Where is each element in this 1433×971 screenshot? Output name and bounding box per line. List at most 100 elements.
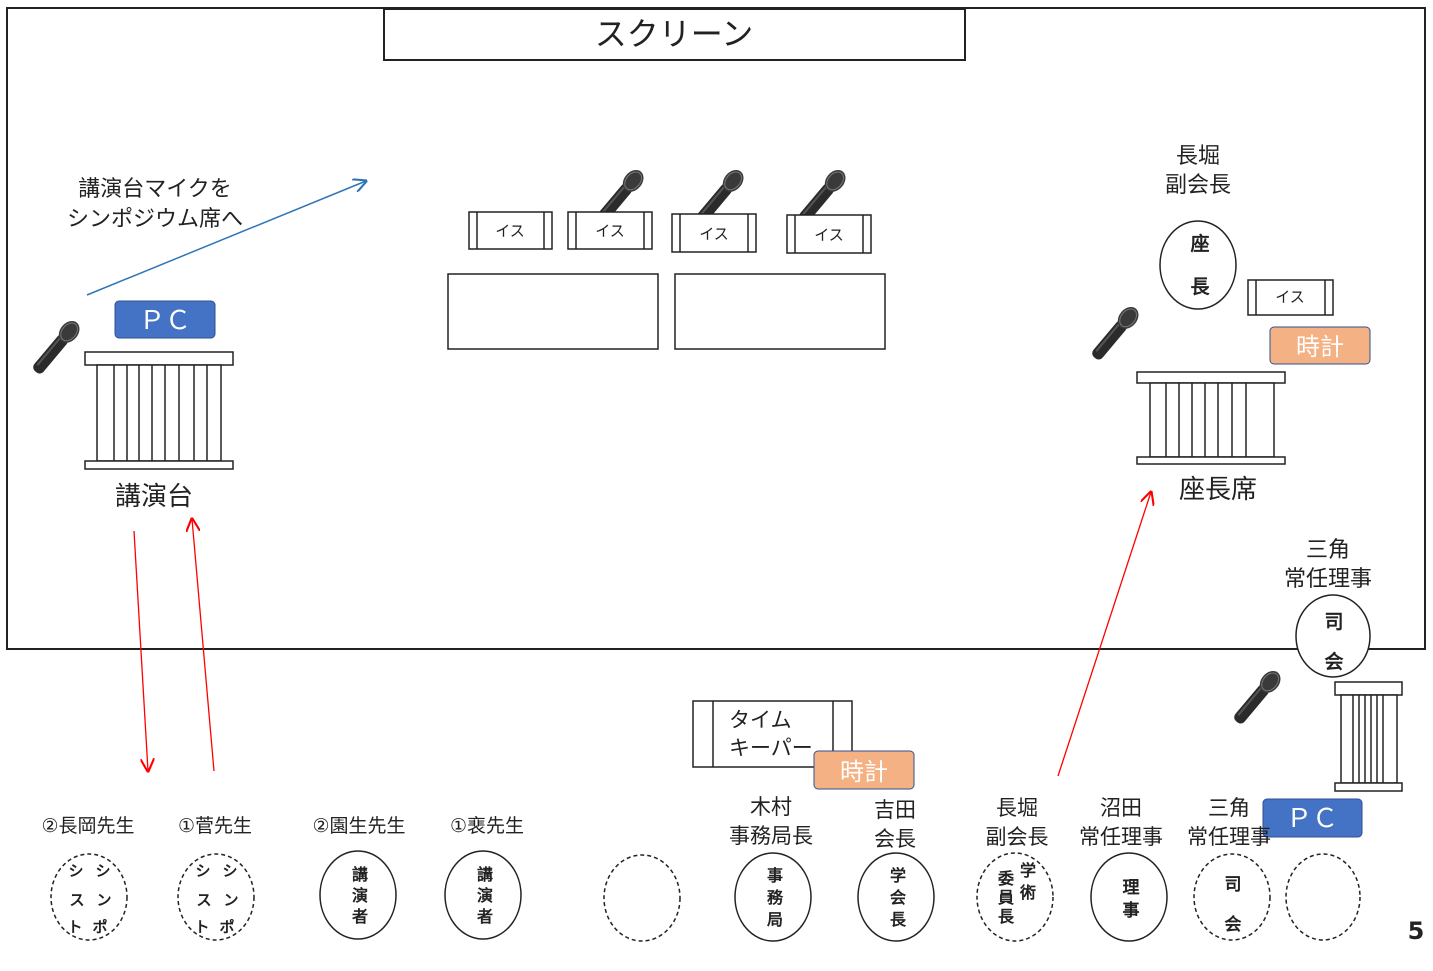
symposium-chair-label-3: イス [699, 225, 729, 243]
audience-name-9a: 三角 [1208, 796, 1250, 820]
seat-5-char-3: 局 [767, 910, 783, 929]
audience-name-5b: 事務局長 [729, 824, 813, 848]
audience-seat-6: 学 会 長 [857, 852, 935, 942]
seat-1-char-5: ト [67, 918, 82, 936]
chair-name-line-2: 副会長 [1165, 173, 1231, 198]
audience-name-6a: 吉田 [874, 798, 916, 822]
chair-seat-chair-label: イス [1275, 288, 1305, 306]
symposium-chair-label-1: イス [495, 222, 525, 240]
seat-6-char-1: 学 [890, 866, 906, 885]
audience-name-7a: 長堀 [996, 796, 1038, 820]
seat-1-char-6: ポ [92, 918, 107, 936]
symposium-chair-1: イス [468, 211, 553, 250]
seat-5-char-2: 務 [767, 888, 784, 907]
red-arrow-down [133, 530, 148, 771]
podium-pc-box [114, 300, 216, 339]
red-arrow-chair [1057, 492, 1151, 777]
seat-4-char-1: 講 [477, 865, 493, 884]
seat-2-char-5: ト [194, 918, 209, 936]
timekeeper-line-2: キーパー [729, 736, 813, 760]
seat-6-char-3: 長 [890, 910, 907, 929]
podium-mic-icon [28, 316, 85, 378]
audience-name-5a: 木村 [750, 795, 792, 819]
audience-name-7b: 副会長 [986, 825, 1049, 849]
seat-7-char-3: 員 [997, 888, 1014, 907]
arrow-note-line-2: シンポジウム席へ [67, 207, 243, 232]
mc-mic-icon [1229, 666, 1286, 728]
audience-seat-4: 講 演 者 [444, 850, 522, 940]
audience-name-8a: 沼田 [1100, 796, 1142, 820]
audience-seat-8: 理 事 [1090, 852, 1168, 942]
seat-2-char-1: シ [195, 862, 210, 880]
audience-name-2: ①菅先生 [178, 815, 252, 837]
blue-arrow [86, 181, 366, 296]
audience-name-3: ②園生先生 [312, 815, 405, 837]
arrow-note-line-1: 講演台マイクを [78, 177, 232, 202]
seat-3-char-1: 講 [352, 865, 368, 884]
audience-name-1: ②長岡先生 [41, 815, 134, 837]
symposium-chair-3: イス [671, 213, 757, 253]
seat-5-char-1: 事 [767, 866, 783, 885]
chair-podium-icon [1136, 371, 1286, 465]
mc-seat-char-1: 司 [1324, 611, 1343, 633]
audience-seat-empty-2 [1285, 853, 1361, 941]
mc-name-line-1: 三角 [1306, 538, 1350, 563]
seat-4-char-3: 者 [476, 907, 493, 926]
symposium-chair-label-2: イス [595, 222, 625, 240]
mc-name-line-2: 常任理事 [1284, 567, 1372, 592]
seat-2-char-3: ス [196, 891, 211, 909]
seat-7-char-4: 術 [1019, 883, 1036, 902]
seat-3-char-2: 演 [352, 886, 368, 905]
mc-pc-label: ＰＣ [1286, 804, 1338, 834]
seat-1-char-1: シ [68, 862, 83, 880]
seat-2-char-6: ポ [219, 918, 234, 936]
seat-7-char-1: 委 [997, 869, 1015, 888]
podium-icon [84, 351, 234, 470]
screen-label: スクリーン [595, 15, 753, 53]
audience-name-4: ①裵先生 [450, 815, 524, 837]
chair-clock-label: 時計 [1296, 333, 1344, 361]
seat-6-char-2: 会 [890, 888, 906, 907]
symposium-chair-2: イス [567, 211, 653, 250]
seat-3-char-3: 者 [351, 907, 368, 926]
mc-podium-icon [1334, 681, 1403, 792]
audience-seat-3: 講 演 者 [319, 850, 397, 940]
timekeeper-line-1: タイム [729, 708, 792, 732]
audience-seat-7: 委 学 員 術 長 [976, 852, 1054, 942]
symposium-table-2 [674, 273, 886, 350]
audience-name-6b: 会長 [874, 827, 916, 851]
podium-pc-label: ＰＣ [139, 306, 191, 336]
audience-seat-5: 事 務 局 [734, 852, 812, 942]
seat-4-char-2: 演 [477, 886, 493, 905]
seat-1-char-4: ン [96, 891, 111, 909]
audience-seat-9: 司 会 [1193, 853, 1271, 941]
chair-clock-box [1269, 326, 1371, 365]
audience-seat-empty-1 [603, 854, 681, 942]
chair-seat-label: 座長席 [1179, 475, 1257, 505]
chair-seat-char-1: 座 [1190, 232, 1209, 255]
seat-9-char-1: 司 [1225, 875, 1242, 895]
symposium-chair-label-4: イス [814, 226, 844, 244]
mc-seat-circle [1295, 594, 1371, 678]
seat-8-char-1: 理 [1123, 878, 1140, 898]
mc-seat-char-2: 会 [1324, 650, 1343, 673]
podium-label: 講演台 [115, 482, 193, 512]
audience-seat-1: シ シ ス ン ト ポ [50, 853, 128, 941]
seat-1-char-2: シ [95, 862, 110, 880]
chair-mic-icon [1087, 302, 1144, 364]
seat-7-char-2: 学 [1020, 861, 1036, 880]
chair-name-line-1: 長堀 [1176, 144, 1220, 169]
seat-8-char-2: 事 [1123, 901, 1140, 921]
chair-seat-circle [1159, 220, 1237, 310]
screen-box [383, 8, 966, 61]
chair-seat-char-2: 長 [1190, 276, 1210, 298]
audience-name-9b: 常任理事 [1187, 825, 1271, 849]
red-arrow-up [192, 519, 215, 772]
seat-1-char-3: ス [69, 891, 84, 909]
seat-2-char-2: シ [222, 862, 237, 880]
chair-seat-chair: イス [1247, 279, 1334, 316]
seat-2-char-4: ン [223, 891, 238, 909]
symposium-table-1 [447, 273, 659, 350]
symposium-chair-4: イス [786, 214, 872, 254]
